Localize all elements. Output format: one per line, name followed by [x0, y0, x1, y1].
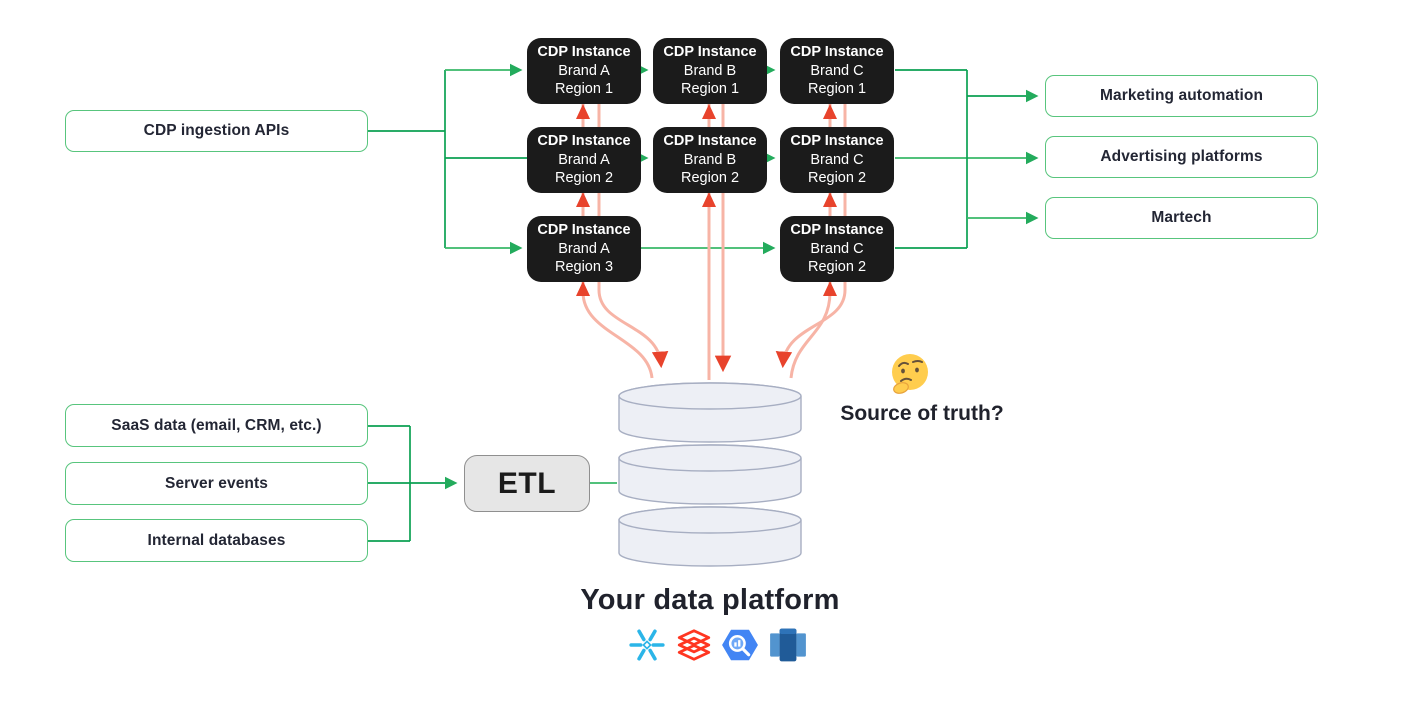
cdp-region: Region 1	[680, 81, 740, 98]
etl-label: ETL	[497, 466, 557, 500]
marketing-automation-label: Marketing automation	[1099, 87, 1264, 104]
cdp-title: CDP Instance	[537, 222, 631, 239]
cdp-title: CDP Instance	[663, 44, 757, 61]
cdp-title: CDP Instance	[790, 133, 884, 150]
colA-read-line	[581, 60, 654, 379]
cdp-instance-brand-b-region-2: CDP Instance Brand B Region 2	[653, 127, 767, 193]
cdp-brand: Brand C	[810, 151, 864, 168]
cdp-ingestion-apis-box: CDP ingestion APIs	[65, 110, 368, 152]
cdp-brand: Brand C	[810, 62, 864, 79]
cdp-brand: Brand B	[683, 151, 737, 168]
cdp-ingestion-apis-label: CDP ingestion APIs	[143, 122, 290, 139]
cdp-brand: Brand A	[558, 240, 610, 257]
server-events-box: Server events	[65, 462, 368, 505]
cdp-instance-brand-a-region-2: CDP Instance Brand A Region 2	[527, 127, 641, 193]
marketing-automation-box: Marketing automation	[1045, 75, 1318, 117]
platform-title: Your data platform	[580, 584, 840, 616]
thinking-face-emoji	[892, 354, 928, 394]
sync-up-arrows	[576, 104, 837, 296]
server-events-label: Server events	[165, 474, 268, 492]
cdp-region: Region 2	[554, 170, 614, 187]
cdp-instance-brand-c-region-1: CDP Instance Brand C Region 1	[780, 38, 894, 104]
cdp-region: Region 2	[807, 170, 867, 187]
cdp-brand: Brand A	[558, 151, 610, 168]
cdp-title: CDP Instance	[663, 133, 757, 150]
source-of-truth-label: Source of truth?	[840, 402, 1004, 425]
cdp-brand: Brand C	[810, 240, 864, 257]
saas-data-box: SaaS data (email, CRM, etc.)	[65, 404, 368, 447]
cdp-region: Region 3	[554, 259, 614, 276]
database-icon	[618, 382, 802, 567]
cdp-instance-brand-b-region-1: CDP Instance Brand B Region 1	[653, 38, 767, 104]
martech-box: Martech	[1045, 197, 1318, 239]
advertising-platforms-label: Advertising platforms	[1100, 148, 1263, 165]
green-connectors	[368, 63, 1039, 542]
colC-write-line	[775, 60, 847, 369]
cdp-instance-brand-c-region-2: CDP Instance Brand C Region 2	[780, 127, 894, 193]
cdp-brand: Brand A	[558, 62, 610, 79]
bigquery-logo	[722, 629, 758, 661]
redshift-logo	[770, 628, 806, 662]
internal-databases-box: Internal databases	[65, 519, 368, 562]
cdp-region: Region 2	[807, 259, 867, 276]
etl-box: ETL	[464, 455, 590, 512]
cdp-region: Region 2	[680, 170, 740, 187]
martech-label: Martech	[1151, 209, 1212, 226]
cdp-title: CDP Instance	[790, 44, 884, 61]
cdp-instance-brand-a-region-3: CDP Instance Brand A Region 3	[527, 216, 641, 282]
cdp-region: Region 1	[554, 81, 614, 98]
cdp-title: CDP Instance	[537, 133, 631, 150]
databricks-logo	[677, 629, 711, 661]
colA-write-line	[597, 60, 669, 369]
saas-data-label: SaaS data (email, CRM, etc.)	[111, 416, 322, 434]
cdp-region: Region 1	[807, 81, 867, 98]
cdp-brand: Brand B	[683, 62, 737, 79]
cdp-instance-brand-a-region-1: CDP Instance Brand A Region 1	[527, 38, 641, 104]
cdp-title: CDP Instance	[790, 222, 884, 239]
snowflake-logo	[629, 629, 665, 661]
cdp-title: CDP Instance	[537, 44, 631, 61]
internal-databases-label: Internal databases	[147, 531, 286, 549]
cdp-instance-brand-c-region-2-duplicate: CDP Instance Brand C Region 2	[780, 216, 894, 282]
advertising-platforms-box: Advertising platforms	[1045, 136, 1318, 178]
